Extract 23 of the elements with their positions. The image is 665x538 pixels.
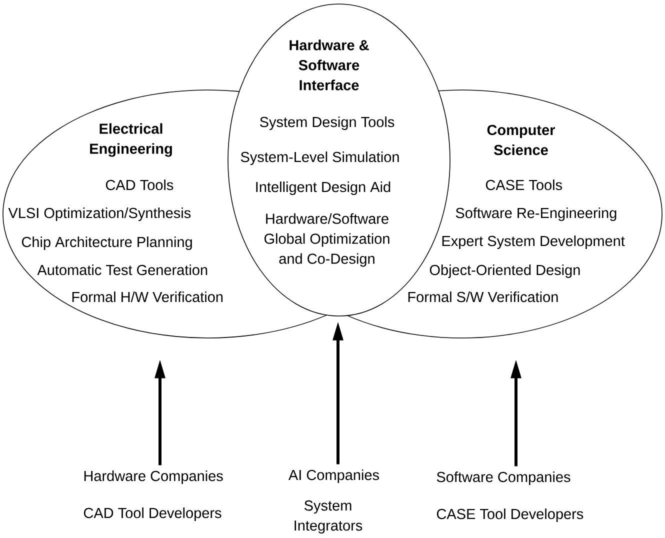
item-text: System Design Tools [260,116,394,130]
item-text: CASE Tools [486,180,562,190]
item-text: Hardware/Software Global Optimization and Co-Design [264,213,390,267]
label-text: CAD Tool Developers [84,507,222,521]
label-text: Software Companies [436,471,570,485]
item-text: VLSI Optimization/Synthesis [8,208,191,221]
item-text: CAD Tools [106,180,174,190]
item-text: Object-Oriented Design [430,264,580,278]
item-text: Chip Architecture Planning [22,236,192,250]
item-text: Software Re-Engineering [456,208,616,221]
item-text: Automatic Test Generation [37,264,208,276]
item-text: Intelligent Design Aid [256,182,390,195]
label-text: AI Companies [288,469,379,483]
label-text: CASE Tool Developers [436,508,584,522]
item-text: System-Level Simulation [240,152,399,165]
item-text: Formal H/W Verification [72,292,223,302]
heading: Electrical Engineering [90,123,172,157]
label-text: Hardware Companies [84,470,223,484]
item-text: Formal S/W Verification [408,292,558,302]
item-text: Expert System Development [442,236,625,249]
heading: Hardware & Software Interface [290,40,369,90]
label-text: System Integrators [294,500,362,534]
heading: Computer Science [487,124,556,156]
